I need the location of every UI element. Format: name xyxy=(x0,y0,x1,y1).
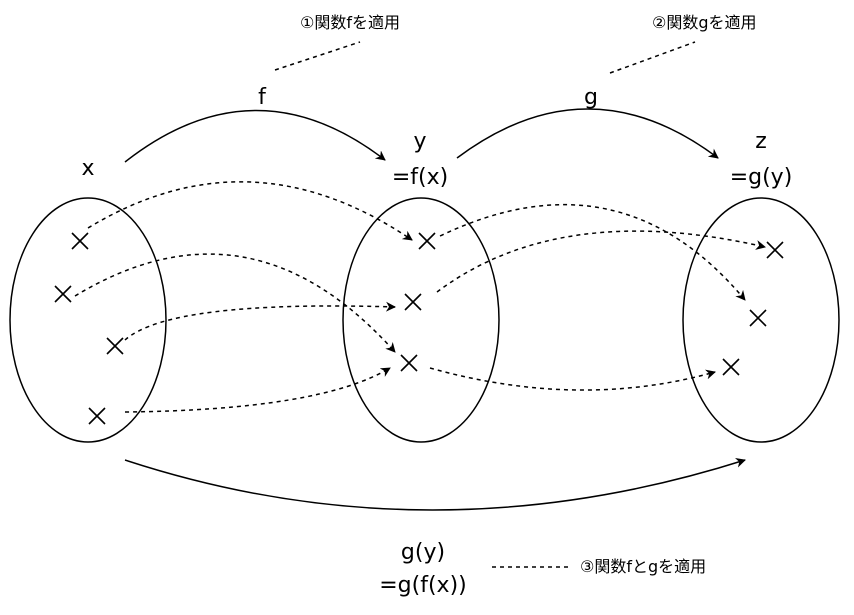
element-x1-cross-icon xyxy=(71,232,89,250)
element-x4-cross-icon xyxy=(88,407,106,425)
element-y2-cross-icon xyxy=(404,293,422,311)
mapping-arrow xyxy=(124,301,396,341)
element-y1-cross-icon xyxy=(418,232,436,250)
function-g-label: g xyxy=(584,85,598,110)
element-y3-cross-icon xyxy=(400,354,418,372)
function-f-label: f xyxy=(258,85,267,110)
element-z3-cross-icon xyxy=(722,358,740,376)
set-x-label: x xyxy=(81,156,94,181)
mapping-arrow xyxy=(74,253,396,353)
annotation-leader-2 xyxy=(609,41,696,74)
set-z-definition: =g(y) xyxy=(730,165,793,190)
element-x2-cross-icon xyxy=(54,285,72,303)
mapping-arrow xyxy=(429,367,716,391)
composite-definition: =g(f(x)) xyxy=(379,573,467,598)
composite-label: g(y) xyxy=(401,540,445,565)
element-z2-cross-icon xyxy=(749,309,767,327)
set-y-definition: =f(x) xyxy=(392,165,448,190)
set-x-ellipse xyxy=(9,197,167,443)
annotation-step2: ②関数gを適用 xyxy=(652,13,757,32)
set-z-label: z xyxy=(755,129,767,154)
annotation-step3: ③関数fとgを適用 xyxy=(580,557,706,576)
annotation-step1: ①関数fを適用 xyxy=(300,13,400,32)
element-z1-cross-icon xyxy=(766,241,784,259)
arrow-composite xyxy=(124,457,746,511)
set-y-ellipse xyxy=(342,197,500,443)
arrow-f xyxy=(124,109,386,163)
mapping-arrow xyxy=(124,367,391,413)
annotation-leader-1 xyxy=(274,41,361,71)
mapping-arrow xyxy=(87,181,413,241)
set-y-label: y xyxy=(413,129,426,154)
set-z-ellipse xyxy=(682,197,840,443)
mapping-arrow xyxy=(439,203,746,301)
arrow-g xyxy=(456,108,719,159)
mapping-arrow xyxy=(436,230,766,293)
element-x3-cross-icon xyxy=(106,337,124,355)
